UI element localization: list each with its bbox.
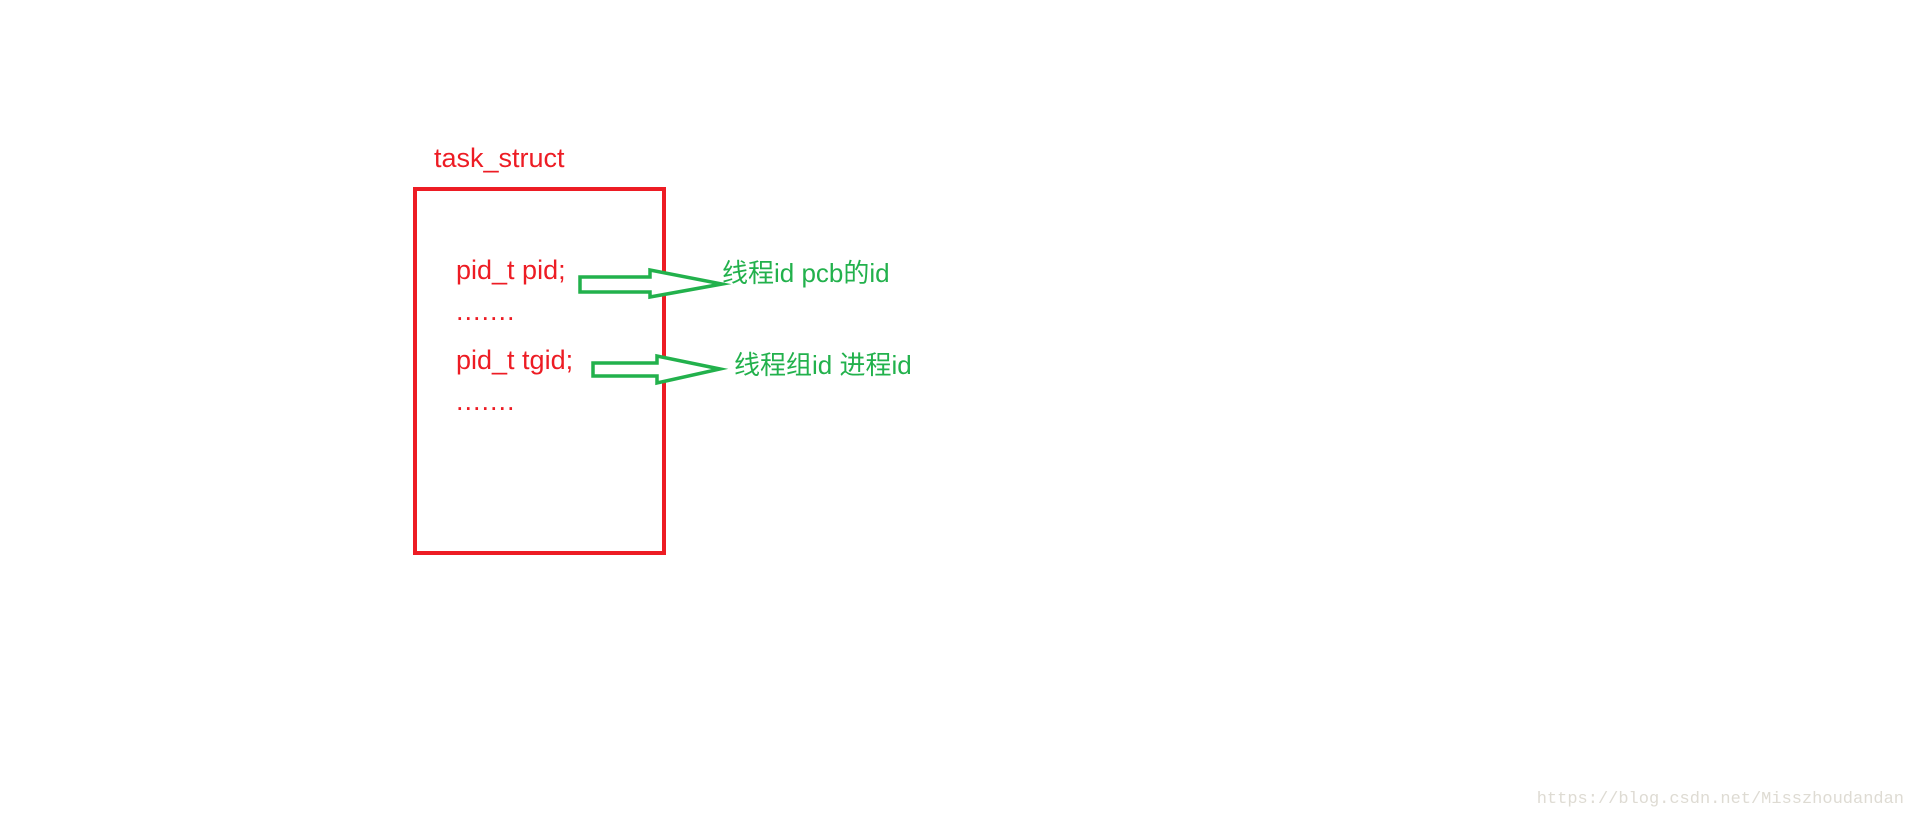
tgid-block-arrow-right-icon xyxy=(591,353,729,386)
annotation-thread-id: 线程id pcb的id xyxy=(722,258,890,288)
struct-field-ellipsis-1: ....... xyxy=(456,296,516,326)
struct-field-ellipsis-2: ....... xyxy=(456,386,516,416)
watermark-url: https://blog.csdn.net/Misszhoudandan xyxy=(1536,790,1904,809)
struct-title: task_struct xyxy=(434,143,565,173)
pid-block-arrow-right-icon xyxy=(578,267,732,300)
struct-field-tgid: pid_t tgid; xyxy=(456,345,574,375)
struct-field-pid: pid_t pid; xyxy=(456,255,566,285)
annotation-thread-group-id: 线程组id 进程id xyxy=(734,350,912,380)
